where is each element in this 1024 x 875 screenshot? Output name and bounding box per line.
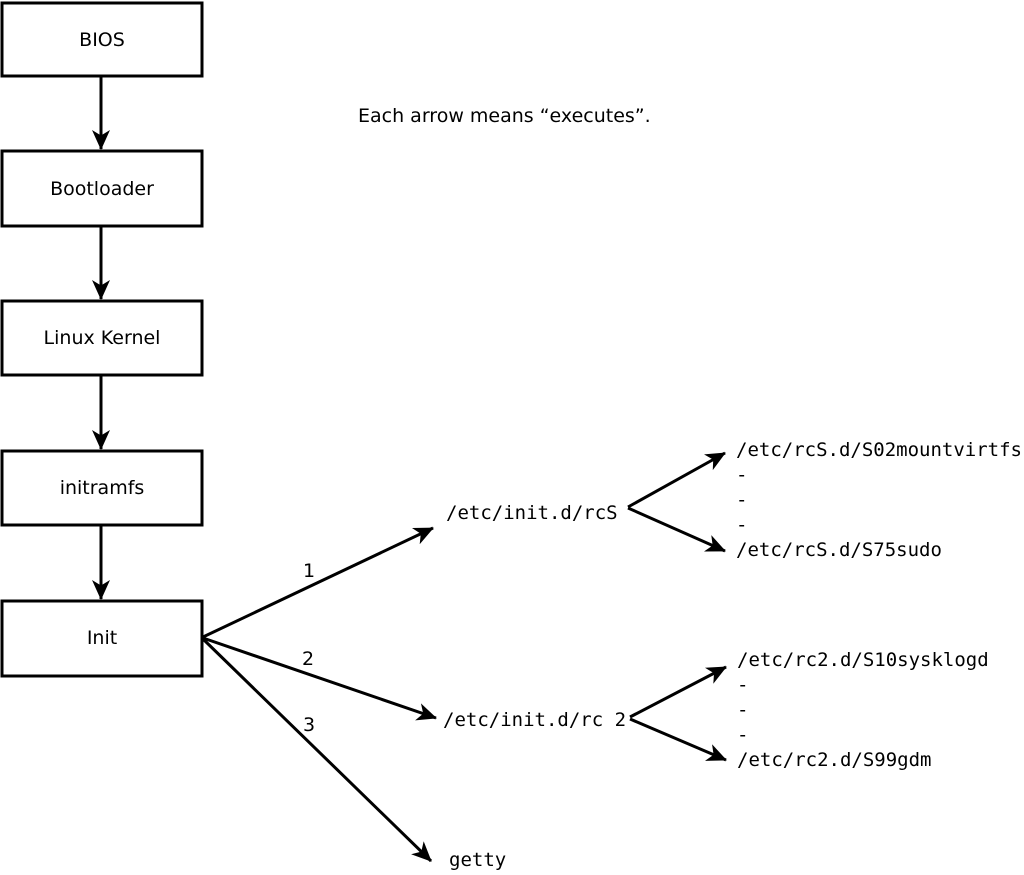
node-bootloader: Bootloader	[0, 149, 204, 228]
init-branches: 1 2 3 /etc/init.d/rcS /etc/init.d/rc 2 g…	[201, 502, 626, 871]
bios-label: BIOS	[79, 29, 125, 51]
rcs-script-ellipsis-1: -	[736, 464, 747, 486]
branch-1-number: 1	[303, 560, 315, 582]
boot-chain: BIOS Bootloader Linux Kernel initramfs I	[0, 1, 204, 678]
arrow-rcs-to-last-script-icon	[627, 506, 726, 553]
init-box	[0, 599, 204, 678]
rcs-script-ellipsis-3: -	[736, 514, 747, 536]
node-init: Init	[0, 599, 204, 678]
initramfs-label: initramfs	[60, 477, 145, 499]
rcs-script-fan: /etc/rcS.d/S02mountvirtfs - - - /etc/rcS…	[627, 439, 1022, 561]
init-label: Init	[87, 627, 117, 649]
node-bios: BIOS	[0, 1, 204, 78]
rc2-script-ellipsis-1: -	[737, 674, 748, 696]
getty-node-label: getty	[449, 849, 506, 871]
branch-2-number: 2	[302, 648, 314, 670]
bootloader-label: Bootloader	[50, 178, 154, 200]
arrow-rc2-to-last-script-icon	[629, 717, 727, 762]
arrow-init-to-getty-icon	[201, 637, 433, 863]
arrow-init-to-rc2-icon	[202, 636, 437, 721]
rc2-script-fan: /etc/rc2.d/S10sysklogd - - - /etc/rc2.d/…	[629, 649, 989, 771]
node-linux-kernel: Linux Kernel	[0, 299, 204, 377]
rcs-script-first: /etc/rcS.d/S02mountvirtfs	[736, 439, 1022, 461]
node-initramfs: initramfs	[0, 449, 204, 527]
rcs-script-last: /etc/rcS.d/S75sudo	[736, 539, 942, 561]
bootloader-box	[0, 149, 204, 228]
rc2-script-ellipsis-2: -	[737, 699, 748, 721]
caption: Each arrow means “executes”.	[358, 105, 651, 127]
bios-box	[0, 1, 204, 78]
linux-kernel-box	[0, 299, 204, 377]
rc2-script-last: /etc/rc2.d/S99gdm	[737, 749, 931, 771]
linux-kernel-label: Linux Kernel	[44, 327, 161, 349]
rcs-script-ellipsis-2: -	[736, 489, 747, 511]
initramfs-box	[0, 449, 204, 527]
branch-3-number: 3	[303, 714, 315, 736]
rcs-node-label: /etc/init.d/rcS	[446, 502, 618, 524]
arrow-rcs-to-first-script-icon	[627, 451, 726, 509]
arrow-rc2-to-first-script-icon	[629, 665, 727, 719]
rc2-script-first: /etc/rc2.d/S10sysklogd	[737, 649, 989, 671]
arrow-init-to-rcs-icon	[202, 526, 434, 639]
rc2-script-ellipsis-3: -	[737, 724, 748, 746]
rc2-node-label: /etc/init.d/rc 2	[443, 709, 626, 731]
